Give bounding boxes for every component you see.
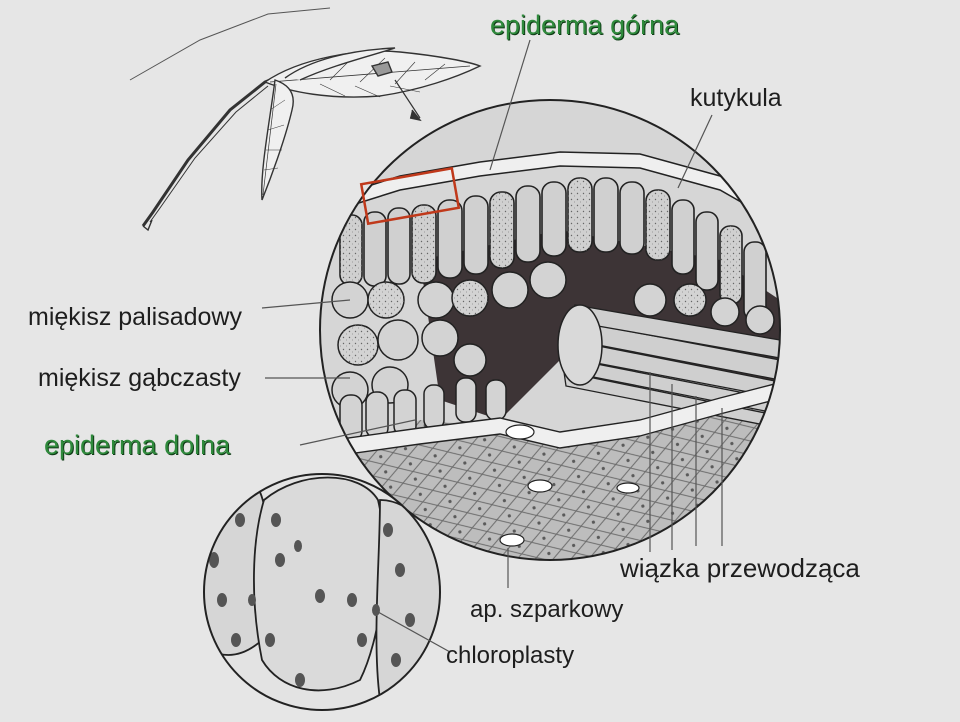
label-lower-epidermis: epiderma dolna [44, 430, 230, 461]
label-chloroplasts: chloroplasty [446, 642, 574, 670]
label-cuticle: kutykula [690, 84, 782, 113]
label-spongy: miękisz gąbczasty [38, 364, 241, 393]
label-vascular-bundle: wiązka przewodząca [620, 553, 860, 584]
label-palisade: miękisz palisadowy [28, 303, 242, 332]
label-upper-epidermis: epiderma górna [490, 10, 679, 41]
label-stoma: ap. szparkowy [470, 596, 623, 624]
